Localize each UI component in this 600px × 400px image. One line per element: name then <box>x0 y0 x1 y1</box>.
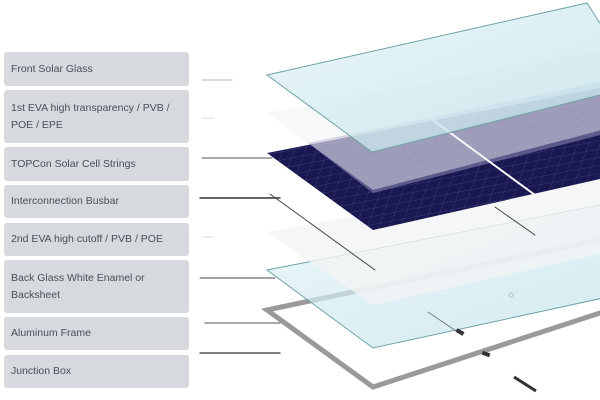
label-first-eva: 1st EVA high transparency / PVB / POE / … <box>4 90 189 143</box>
label-busbar: Interconnection Busbar <box>4 185 189 218</box>
label-junction-box: Junction Box <box>4 355 189 388</box>
front-glass-layer <box>265 2 600 153</box>
leader-lines <box>199 79 536 354</box>
label-second-eva: 2nd EVA high cutoff / PVB / POE <box>4 223 189 256</box>
second-eva-layer <box>267 170 600 305</box>
label-back-glass: Back Glass White Enamel or Backsheet <box>4 260 189 313</box>
label-cell-strings: TOPCon Solar Cell Strings <box>4 147 189 181</box>
label-aluminum-frame: Aluminum Frame <box>4 317 189 350</box>
junction-box-connectors <box>455 328 537 393</box>
label-front-solar-glass: Front Solar Glass <box>4 52 189 86</box>
